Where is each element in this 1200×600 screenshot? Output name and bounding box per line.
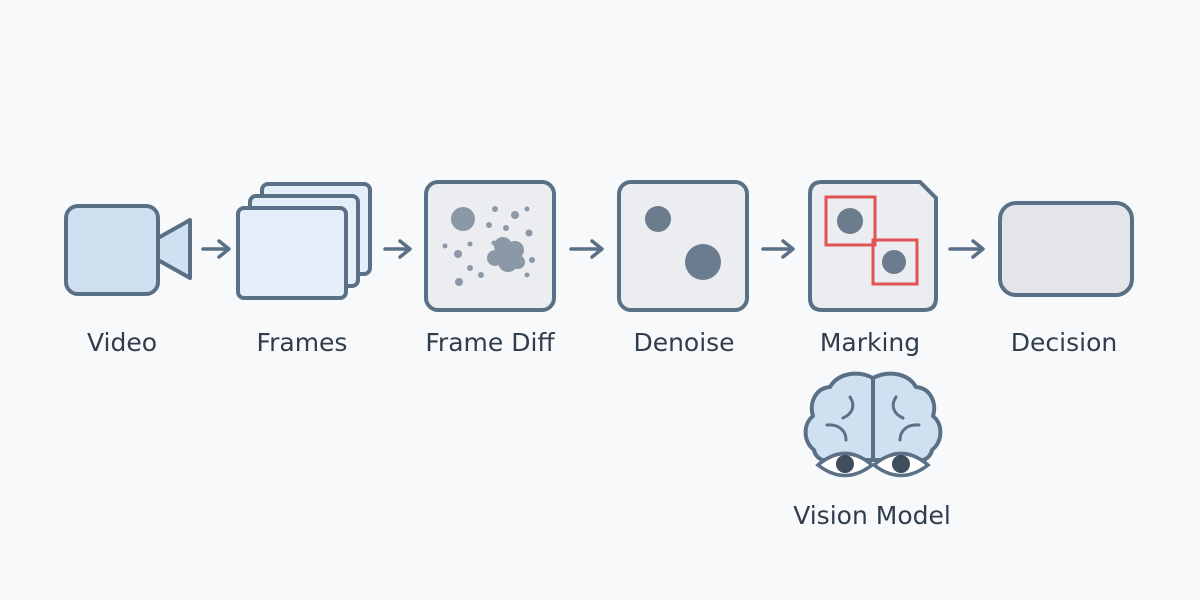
arrow-icon xyxy=(948,239,985,259)
frame-diff-icon xyxy=(424,180,556,312)
step-label-frame-diff: Frame Diff xyxy=(425,328,555,357)
arrow-icon xyxy=(201,239,231,259)
step-label-video: Video xyxy=(86,328,158,357)
decision-box-icon xyxy=(998,201,1134,297)
arrow-icon xyxy=(761,239,795,259)
step-label-frames: Frames xyxy=(256,328,348,357)
arrow-icon xyxy=(569,239,604,259)
stacked-frames-icon xyxy=(236,182,372,300)
brain-eyes-icon xyxy=(803,371,943,478)
arrow-icon xyxy=(383,239,412,259)
step-label-decision: Decision xyxy=(1010,328,1118,357)
vision-model-label: Vision Model xyxy=(793,501,951,530)
video-camera-icon xyxy=(64,204,192,296)
step-label-denoise: Denoise xyxy=(633,328,735,357)
step-label-marking: Marking xyxy=(819,328,921,357)
denoise-icon xyxy=(617,180,749,312)
marking-icon xyxy=(808,180,938,312)
